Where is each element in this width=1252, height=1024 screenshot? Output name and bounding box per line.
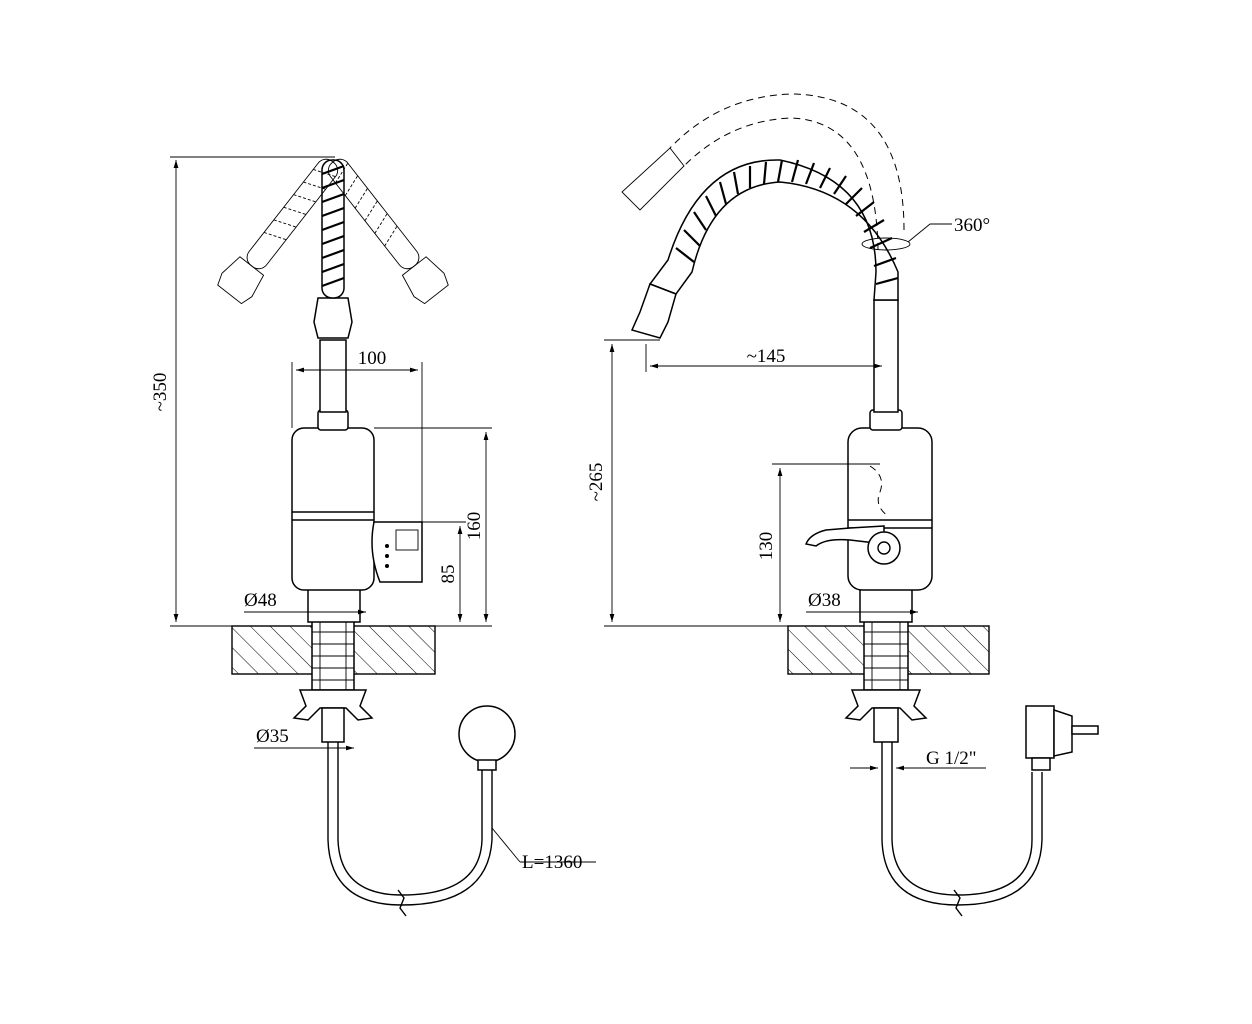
shank-left xyxy=(311,619,355,691)
inlet-pipe-right xyxy=(873,707,899,743)
dim-cable-length: L=1360 xyxy=(522,852,582,873)
neck-right xyxy=(869,409,903,431)
neck-left xyxy=(317,409,349,431)
dim-thread: G 1/2" xyxy=(926,748,977,769)
heater-body-left xyxy=(291,427,375,591)
side-dimensions xyxy=(604,223,986,771)
front-view: ~350 100 160 85 Ø48 Ø35 L=1360 xyxy=(150,156,596,917)
dim-rotation: 360° xyxy=(954,215,990,236)
inlet-pipe-left xyxy=(321,707,345,743)
dim-height-body: 160 xyxy=(464,512,485,541)
nozzle-left xyxy=(313,297,353,339)
dim-spout-height: ~265 xyxy=(586,463,607,502)
ghost-hose-outer xyxy=(669,93,905,231)
base-ring-left xyxy=(307,587,361,623)
lever-handle xyxy=(804,525,885,547)
dim-lever-height: 130 xyxy=(756,532,777,561)
flex-hose-ghost-right xyxy=(217,158,339,305)
wing-nut-left xyxy=(292,689,374,721)
dim-diameter-base-side: Ø38 xyxy=(808,590,841,611)
side-view: 360° ~145 ~265 130 Ø38 G 1/2" xyxy=(586,93,1099,917)
flex-hose-right xyxy=(648,159,899,301)
control-panel-left xyxy=(371,521,423,583)
dim-diameter-shank: Ø35 xyxy=(256,726,289,747)
switch-left xyxy=(395,529,419,551)
plug-round-left xyxy=(458,705,516,763)
shank-thread-left xyxy=(312,620,354,690)
power-cable-right xyxy=(881,742,1043,906)
dim-height-total: ~350 xyxy=(150,373,171,412)
base-ring-right xyxy=(859,587,913,623)
power-cable-left xyxy=(327,742,493,906)
heater-body-right xyxy=(847,427,933,591)
dim-width-body: 100 xyxy=(358,348,387,369)
ghost-nozzle xyxy=(621,147,685,211)
dim-reach: ~145 xyxy=(747,346,786,367)
front-dimensions xyxy=(170,156,596,863)
plug-collar-left xyxy=(477,759,497,771)
wing-nut-right xyxy=(844,689,928,721)
plug-collar-right xyxy=(1031,757,1051,771)
hose-coils-right xyxy=(675,159,899,286)
shank-right xyxy=(863,619,909,691)
spout-tube-right xyxy=(873,299,899,413)
rotation-ellipse xyxy=(861,237,911,251)
dim-diameter-base-front: Ø48 xyxy=(244,590,277,611)
nozzle-right xyxy=(630,283,677,339)
dim-height-outlet: 85 xyxy=(438,565,459,584)
spout-tube-left xyxy=(319,339,347,413)
lever-knob xyxy=(867,531,901,565)
plug-body-right xyxy=(1025,705,1055,759)
